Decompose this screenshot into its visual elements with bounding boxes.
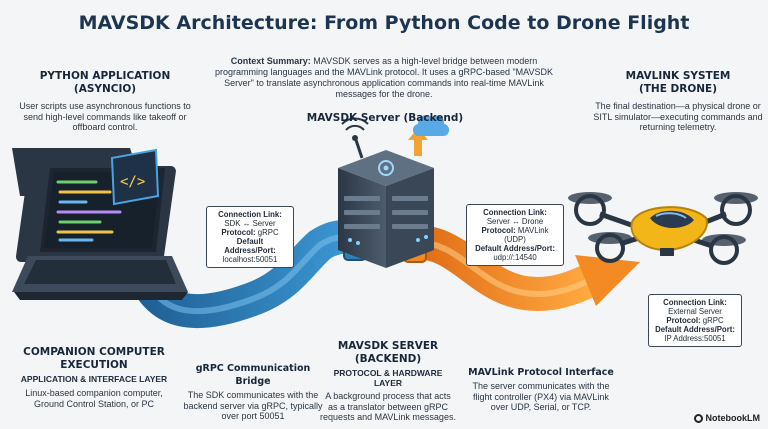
notebooklm-logo-text: NotebookLM — [705, 413, 761, 423]
companion-description: Linux-based companion computer, Ground C… — [25, 388, 163, 409]
grpc-conn-protocol: gRPC — [257, 228, 279, 237]
mavlink-connection-box: Connection Link: Server ↔ Drone Protocol… — [466, 204, 564, 266]
mavlink-system-section: MAVLINK SYSTEM (THE DRONE) The final des… — [590, 70, 766, 133]
page-title: MAVSDK Architecture: From Python Code to… — [78, 12, 690, 34]
mavlink-conn-protocol: MAVLink (UDP) — [504, 226, 549, 244]
mavlink-conn-address-label: Default Address/Port: — [475, 244, 555, 253]
mavlink-system-heading-line1: MAVLINK SYSTEM — [625, 70, 731, 82]
external-conn-address-label: Default Address/Port: — [655, 325, 735, 334]
server-backend-heading-line2: (BACKEND) — [354, 353, 422, 365]
python-app-description: User scripts use asynchronous functions … — [19, 101, 191, 132]
python-app-heading: PYTHON APPLICATION (ASYNCIO) — [10, 70, 200, 96]
python-app-heading-line1: PYTHON APPLICATION — [39, 70, 171, 82]
server-backend-sub: PROTOCOL & HARDWARE LAYER — [333, 368, 443, 388]
mavsdk-server-illustration — [338, 115, 450, 268]
mavlink-conn-protocol-label: Protocol: — [481, 226, 516, 235]
svg-text:</>: </> — [120, 174, 145, 190]
mavlink-interface-heading: MAVLink Protocol Interface — [468, 367, 614, 378]
companion-sub: APPLICATION & INTERFACE LAYER — [20, 374, 168, 384]
external-conn-protocol-label: Protocol: — [666, 316, 701, 325]
python-app-heading-line2: (ASYNCIO) — [73, 83, 137, 95]
grpc-bridge-heading: gRPC Communication Bridge — [195, 363, 311, 387]
notebooklm-logo: NotebookLM — [693, 413, 761, 423]
external-conn-title: Connection Link: — [663, 298, 727, 307]
mavlink-conn-link: Server ↔ Drone — [486, 217, 544, 226]
server-backend-description: A background process that acts as a tran… — [320, 391, 456, 422]
external-connection-box: Connection Link: External Server Protoco… — [648, 294, 742, 347]
mavlink-interface-description: The server communicates with the flight … — [472, 381, 610, 412]
grpc-bridge-section: gRPC Communication Bridge The SDK commun… — [178, 362, 328, 422]
grpc-conn-address: localhost:50051 — [222, 255, 278, 264]
external-conn-protocol: gRPC — [702, 316, 724, 325]
server-backend-heading: MAVSDK SERVER (BACKEND) — [320, 340, 456, 366]
mavlink-system-heading: MAVLINK SYSTEM (THE DRONE) — [590, 70, 766, 96]
grpc-connection-box: Connection Link: SDK ↔ Server Protocol: … — [206, 206, 294, 268]
context-summary: Context Summary: MAVSDK serves as a high… — [206, 56, 562, 100]
external-conn-link: External Server — [668, 307, 722, 316]
mavlink-interface-section: MAVLink Protocol Interface The server co… — [466, 366, 616, 413]
grpc-conn-link: SDK ↔ Server — [224, 219, 276, 228]
companion-heading: COMPANION COMPUTER EXECUTION — [14, 346, 174, 372]
laptop-illustration — [12, 148, 188, 300]
notebooklm-logo-icon — [693, 414, 703, 423]
mavsdk-server-label: MAVSDK Server (Backend) — [306, 112, 464, 124]
companion-heading-line2: EXECUTION — [60, 359, 128, 371]
server-backend-heading-line1: MAVSDK SERVER — [337, 340, 439, 352]
python-app-section: PYTHON APPLICATION (ASYNCIO) User script… — [10, 70, 200, 133]
external-conn-address: IP Address:50051 — [664, 334, 726, 343]
drone-illustration — [568, 192, 758, 265]
companion-section: COMPANION COMPUTER EXECUTION APPLICATION… — [14, 346, 174, 409]
mavlink-system-description: The final destination—a physical drone o… — [593, 101, 763, 132]
grpc-conn-address-label: Default Address/Port: — [224, 237, 276, 255]
mavlink-conn-address: udp://:14540 — [493, 253, 537, 262]
context-summary-text: MAVSDK serves as a high-level bridge bet… — [214, 56, 554, 99]
grpc-bridge-description: The SDK communicates with the backend se… — [183, 390, 323, 421]
mavlink-conn-title: Connection Link: — [483, 208, 547, 217]
companion-heading-line1: COMPANION COMPUTER — [23, 346, 165, 358]
mavlink-system-heading-line2: (THE DRONE) — [638, 83, 718, 95]
server-backend-section: MAVSDK SERVER (BACKEND) PROTOCOL & HARDW… — [320, 340, 456, 423]
context-summary-label: Context Summary: — [230, 56, 311, 66]
grpc-conn-protocol-label: Protocol: — [221, 228, 256, 237]
code-window-icon: </> — [110, 148, 160, 206]
mavlink-arrow-head — [575, 255, 640, 306]
grpc-conn-title: Connection Link: — [218, 210, 282, 219]
